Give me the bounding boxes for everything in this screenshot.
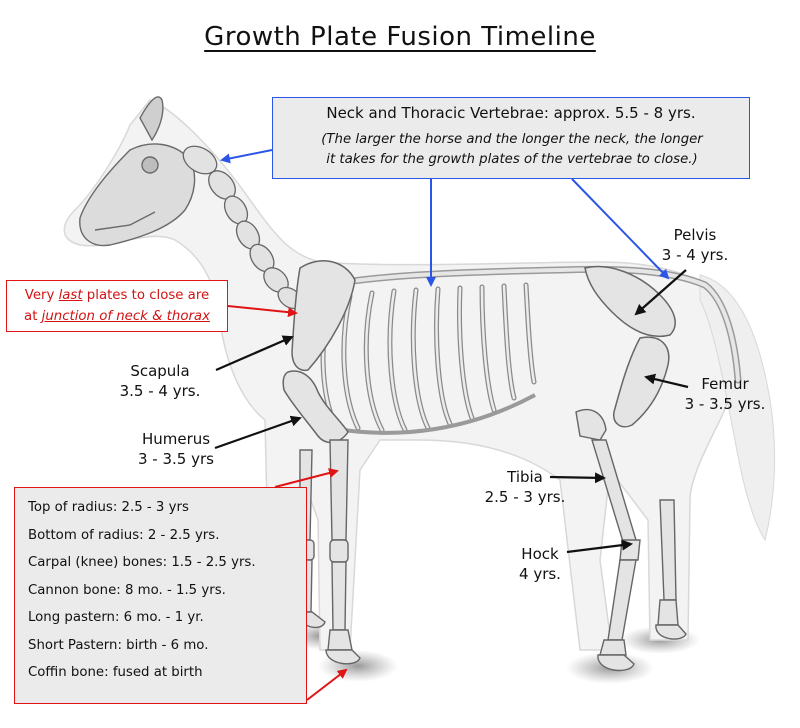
femur-age: 3 - 3.5 yrs. (684, 395, 766, 413)
hock-name: Hock (521, 545, 559, 563)
scapula-name: Scapula (130, 362, 190, 380)
arrow-tibia (549, 472, 606, 484)
tibia-age: 2.5 - 3 yrs. (484, 488, 566, 506)
diagram-title: Growth Plate Fusion Timeline (204, 22, 596, 52)
last-plates-pre: Very (24, 288, 59, 303)
label-hock: Hock 4 yrs. (505, 544, 575, 584)
last-plates-line-2: at junction of neck & thorax (7, 306, 227, 327)
arrow-pelvis (634, 269, 687, 316)
label-scapula: Scapula 3.5 - 4 yrs. (100, 361, 220, 401)
last-plates-junction: junction of neck & thorax (41, 309, 210, 324)
label-pelvis: Pelvis 3 - 4 yrs. (640, 225, 750, 265)
list-item: Bottom of radius: 2 - 2.5 yrs. (28, 527, 220, 543)
pelvis-name: Pelvis (673, 226, 717, 244)
femur-name: Femur (701, 375, 749, 393)
list-item: Short Pastern: birth - 6 mo. (28, 637, 209, 653)
arrow-humerus (214, 415, 302, 450)
neck-note-line-2: it takes for the growth plates of the ve… (326, 152, 698, 167)
hock-age: 4 yrs. (519, 565, 561, 583)
scapula-age: 3.5 - 4 yrs. (119, 382, 201, 400)
tibia-name: Tibia (507, 468, 543, 486)
arrow-femur (644, 373, 689, 389)
cervical-vertebrae (182, 145, 303, 310)
humerus-age: 3 - 3.5 yrs (138, 450, 214, 468)
femur-bone (613, 336, 670, 428)
list-item: Carpal (knee) bones: 1.5 - 2.5 yrs. (28, 555, 256, 570)
neck-vertebrae-callout: Neck and Thoracic Vertebrae: approx. 5.5… (272, 97, 750, 179)
neck-vertebrae-note: (The larger the horse and the longer the… (281, 130, 743, 170)
last-plates-post: plates to close are (82, 288, 210, 303)
last-plates-callout: Very last plates to close are at junctio… (6, 280, 228, 332)
pelvis-bone (584, 265, 676, 337)
horse-tail (699, 274, 776, 542)
list-item: Cannon bone: 8 mo. - 1.5 yrs. (28, 582, 226, 598)
humerus-name: Humerus (141, 430, 211, 448)
arrow-hock (566, 539, 633, 554)
list-item: Long pastern: 6 mo. - 1 yr. (28, 610, 204, 625)
arrow-scapula (215, 335, 294, 372)
scapula-bone (291, 260, 356, 372)
list-item: Top of radius: 2.5 - 3 yrs (28, 500, 189, 515)
lower-leg-timeline-list: Top of radius: 2.5 - 3 yrs Bottom of rad… (14, 487, 307, 704)
skull (79, 96, 196, 247)
label-femur: Femur 3 - 3.5 yrs. (670, 374, 780, 414)
list-item: Coffin bone: fused at birth (28, 665, 203, 680)
pelvis-age: 3 - 4 yrs. (661, 246, 729, 264)
label-tibia: Tibia 2.5 - 3 yrs. (470, 467, 580, 507)
last-plates-line-1: Very last plates to close are (7, 285, 227, 306)
last-plates-emphasis: last (58, 288, 83, 303)
arrow-leg-bottom (306, 668, 348, 701)
arrow-junction (227, 305, 298, 318)
sternum (329, 393, 536, 435)
arrow-neck (220, 149, 273, 164)
hind-legs (575, 408, 687, 672)
arrow-tail-vertebrae (571, 178, 670, 280)
neck-note-line-1: (The larger the horse and the longer the… (321, 132, 703, 147)
arrow-leg-top (274, 468, 339, 488)
neck-vertebrae-heading: Neck and Thoracic Vertebrae: approx. 5.5… (326, 104, 696, 122)
label-humerus: Humerus 3 - 3.5 yrs (116, 429, 236, 469)
last-plates-line2-pre: at (24, 309, 42, 324)
